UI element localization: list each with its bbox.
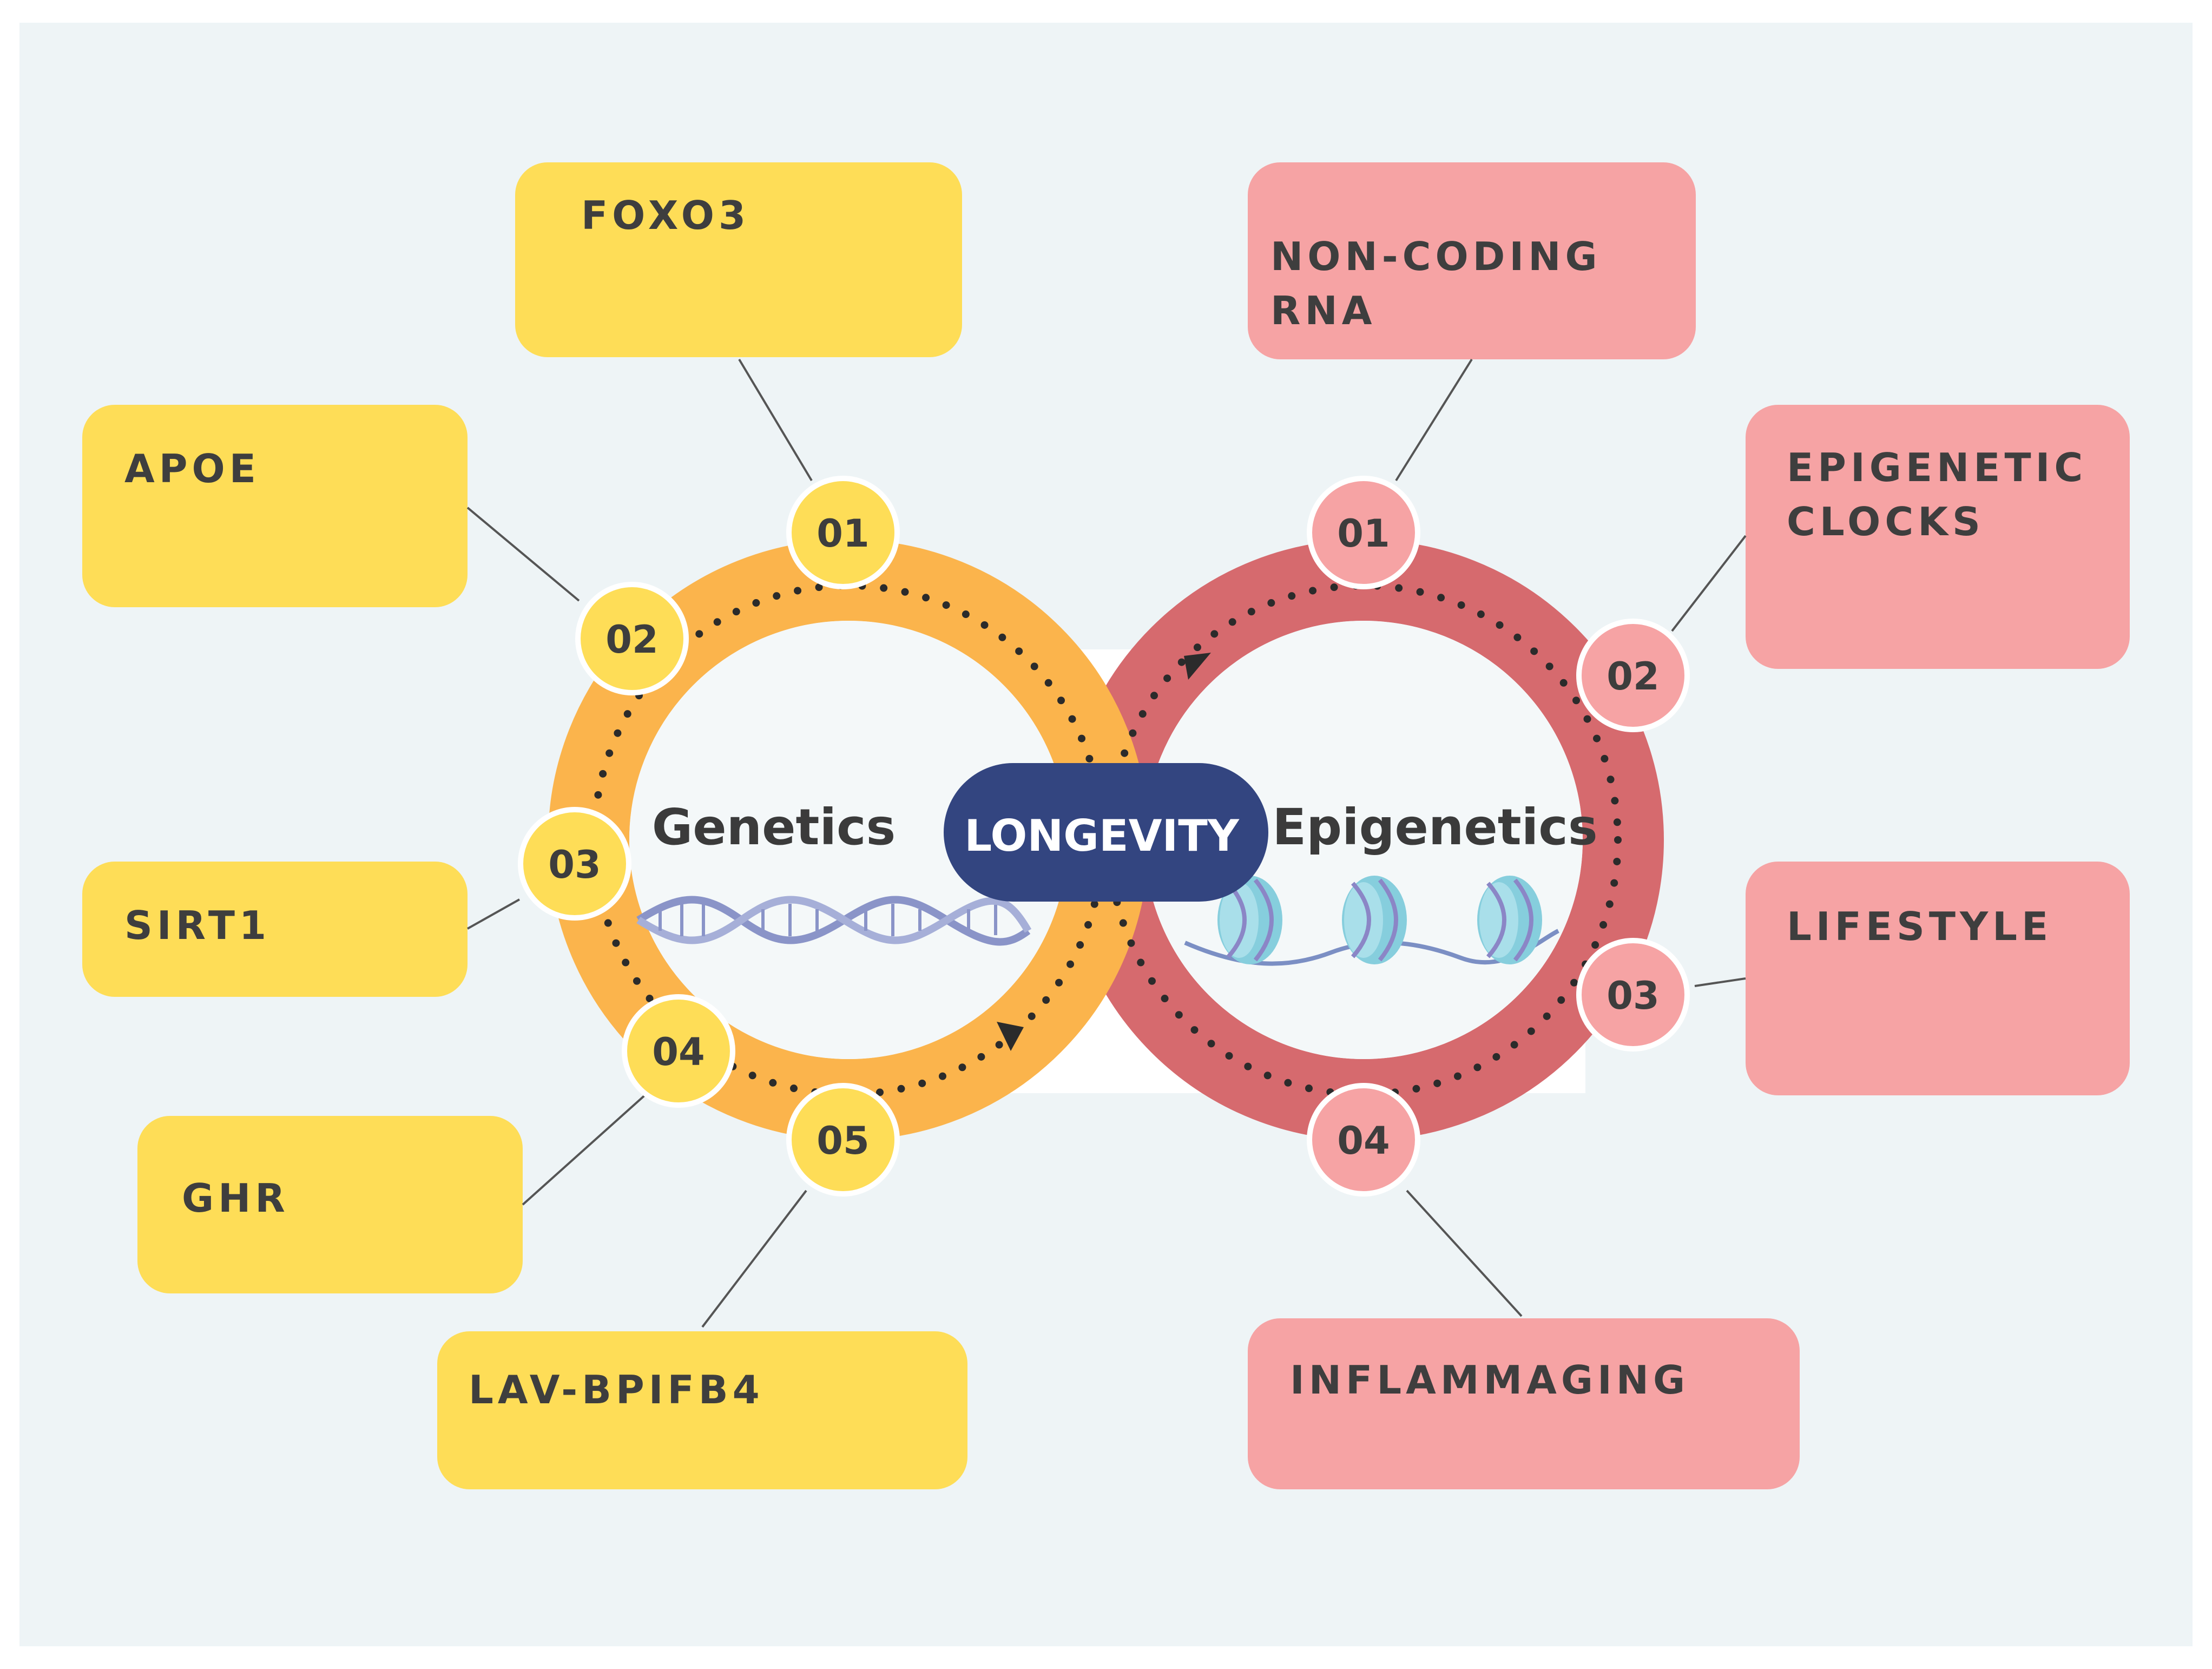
connector-epigenetics-04 [1406, 1190, 1523, 1317]
genetics-badge-03: 03 [518, 807, 631, 921]
box-sirt1: SIRT1 [82, 862, 468, 997]
epigenetics-label: Epigenetics [1272, 798, 1597, 856]
connector-epigenetics-01 [1395, 358, 1473, 482]
svg-text:03: 03 [1607, 974, 1659, 1018]
box-lifestyle-text: LIFESTYLE [1787, 904, 2053, 949]
genetics-badge-01: 01 [786, 476, 900, 589]
svg-text:04: 04 [652, 1030, 705, 1074]
box-inflammaging-text: INFLAMMAGING [1290, 1357, 1690, 1403]
box-foxo3: FOXO3 [515, 162, 962, 357]
svg-text:02: 02 [1607, 654, 1659, 699]
box-ghr-text: GHR [182, 1175, 289, 1221]
box-ghr: GHR [137, 1116, 523, 1293]
connector-lines [466, 358, 1747, 1328]
epigenetics-arrow-icon [1184, 653, 1211, 680]
svg-text:03: 03 [548, 843, 601, 887]
box-sirt1-text: SIRT1 [124, 903, 271, 948]
box-lav-bpifb4: LAV-BPIFB4 [437, 1331, 967, 1489]
box-lifestyle: LIFESTYLE [1746, 862, 2130, 1095]
box-apoe: APOE [82, 405, 468, 607]
box-lav-bpifb4-text: LAV-BPIFB4 [469, 1367, 764, 1412]
genetics-badges: 01 02 03 04 05 [518, 476, 900, 1197]
connector-genetics-05 [701, 1190, 807, 1328]
genetics-badge-02: 02 [575, 582, 689, 695]
svg-text:02: 02 [605, 617, 658, 662]
genetics-badge-05: 05 [786, 1083, 900, 1197]
nucleosome-icon [1184, 876, 1559, 966]
connector-epigenetics-02 [1671, 535, 1747, 632]
svg-text:04: 04 [1337, 1119, 1390, 1163]
connector-epigenetics-03 [1694, 977, 1746, 987]
epigenetics-badge-04: 04 [1307, 1083, 1420, 1197]
epigenetics-badge-01: 01 [1307, 476, 1420, 589]
connector-genetics-04 [522, 1092, 648, 1206]
box-epigenetic-clocks: EPIGENETIC CLOCKS [1746, 405, 2130, 669]
connector-genetics-02 [466, 507, 580, 602]
box-non-coding-rna: NON-CODING RNA [1248, 162, 1696, 359]
box-epigenetic-clocks-text: EPIGENETIC CLOCKS [1787, 445, 2088, 544]
svg-text:01: 01 [1337, 511, 1390, 556]
box-apoe-text: APOE [124, 446, 260, 491]
dna-helix-icon [636, 896, 1032, 946]
svg-text:01: 01 [817, 511, 869, 556]
box-non-coding-rna-text: NON-CODING RNA [1270, 234, 1602, 333]
connector-genetics-03 [467, 898, 520, 930]
longevity-pill [944, 763, 1268, 902]
box-foxo3-text: FOXO3 [581, 193, 751, 238]
longevity-title: LONGEVITY [964, 811, 1240, 861]
genetics-arrow-icon [997, 1022, 1024, 1051]
box-inflammaging: INFLAMMAGING [1248, 1318, 1800, 1489]
genetics-badge-04: 04 [622, 994, 735, 1108]
epigenetics-badge-02: 02 [1576, 619, 1690, 732]
svg-text:05: 05 [817, 1119, 869, 1163]
epigenetics-badges: 01 02 03 04 [1307, 476, 1690, 1197]
epigenetics-badge-03: 03 [1576, 938, 1690, 1052]
connector-genetics-01 [738, 358, 813, 482]
genetics-label: Genetics [652, 798, 896, 856]
genetics-inner [629, 621, 1068, 1059]
